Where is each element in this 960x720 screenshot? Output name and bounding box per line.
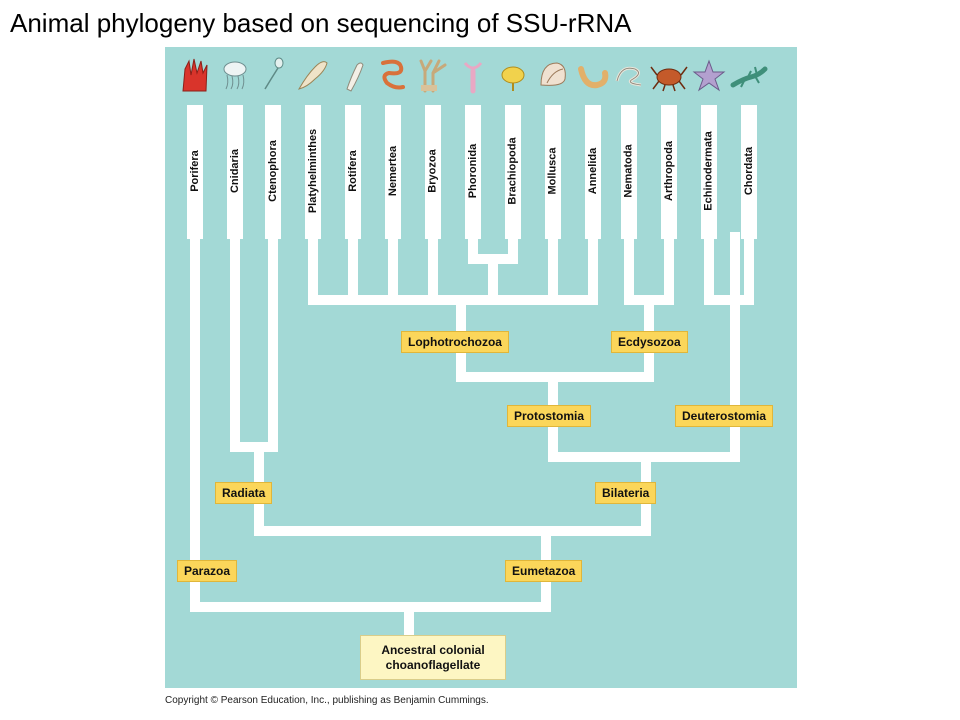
brachiopod-icon [501,66,525,91]
branch-lophotrochozoa [308,232,598,305]
flatworm-icon [297,61,328,90]
comb-jelly-icon [264,57,284,90]
taxon-label-platyhelminthes: Platyhelminthes [307,128,320,214]
slide-title: Animal phylogeny based on sequencing of … [10,8,632,38]
taxon-label-nematoda: Nematoda [623,144,635,198]
copyright-notice: Copyright © Pearson Education, Inc., pub… [165,695,489,706]
jellyfish-icon [223,61,247,90]
root-ancestor-line2: choanoflagellate [385,657,481,672]
taxon-label-arthropoda: Arthropoda [663,141,676,201]
phylogeny-diagram: Porifera Cnidaria Ctenophora Platyhelmin… [165,47,797,688]
taxon-label-phoronida: Phoronida [467,143,480,199]
taxon-label-mollusca: Mollusca [547,147,560,195]
branch-radiata [230,232,278,452]
organism-icons [182,57,768,94]
taxon-label-ctenophora: Ctenophora [267,140,280,202]
taxon-label-brachiopoda: Brachiopoda [507,137,520,205]
sponge-icon [182,58,208,92]
root-ancestor-box: Ancestral colonial choanoflagellate [360,635,506,680]
clade-deuterostomia: Deuterostomia [675,405,774,427]
taxon-label-porifera: Porifera [189,150,202,192]
annelid-icon [578,66,609,89]
branch-eumetazoa [254,452,651,536]
taxon-label-bryozoa: Bryozoa [427,149,439,193]
lizard-icon [730,66,768,88]
clade-parazoa: Parazoa [177,560,238,582]
clade-bilateria: Bilateria [595,482,657,504]
taxon-label-echinodermata: Echinodermata [703,131,715,211]
taxon-label-cnidaria: Cnidaria [229,148,242,194]
phoronid-icon [463,62,483,94]
starfish-icon [692,59,726,92]
tree-branches [182,57,768,640]
taxon-strips [187,105,757,239]
taxon-label-nemertea: Nemertea [387,145,400,197]
mollusc-icon [540,62,566,86]
bryozoan-icon [419,59,447,93]
taxon-label-rotifera: Rotifera [347,150,359,192]
clade-protostomia: Protostomia [507,405,592,427]
taxon-label-annelida: Annelida [587,147,600,195]
taxon-label-chordata: Chordata [743,146,755,196]
clade-eumetazoa: Eumetazoa [505,560,583,582]
clade-ecdysozoa: Ecdysozoa [611,331,688,353]
branch-lophotrochozoa-mid [348,232,558,305]
rotifer-icon [346,62,364,92]
branch-ecdysozoa [624,232,674,305]
crab-icon [650,66,688,92]
clade-lophotrochozoa: Lophotrochozoa [401,331,509,353]
root-ancestor-line1: Ancestral colonial [381,642,485,657]
ribbon-worm-icon [381,59,405,90]
clade-radiata: Radiata [215,482,273,504]
branch-deuterostomia [704,232,754,305]
nematode-icon [615,66,642,87]
